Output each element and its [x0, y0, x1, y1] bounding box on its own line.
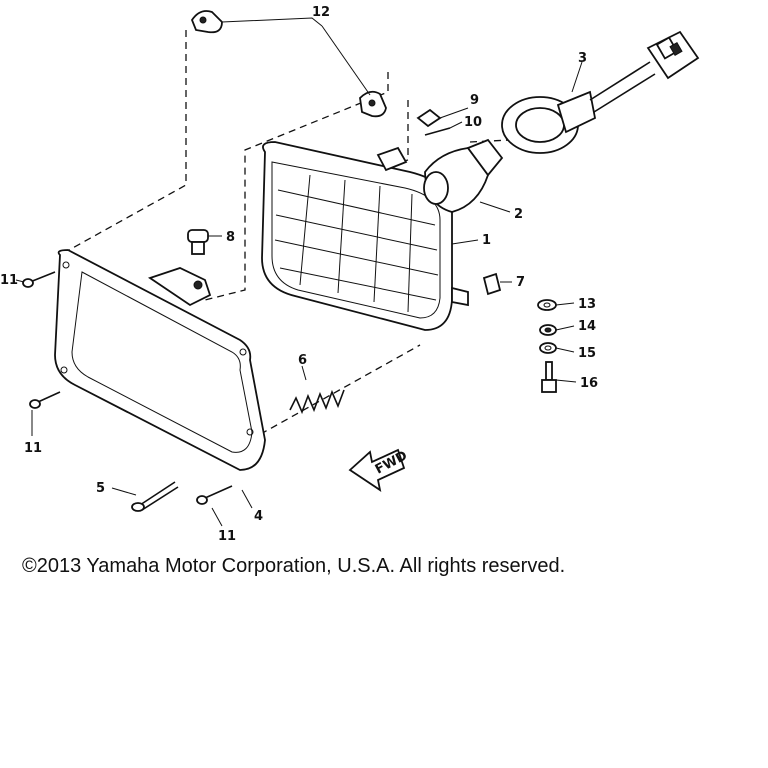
callout-11-left-bottom: 11 [24, 441, 42, 456]
screw-part-11-bottom [196, 485, 233, 505]
adjusting-screw-part-5 [131, 481, 179, 512]
bracket-part-12-lower [359, 90, 387, 118]
screw-part-11-left-top [22, 271, 56, 288]
clip-part-9 [416, 108, 442, 128]
callout-2: 2 [514, 207, 523, 222]
callout-11-left-top: 11 [0, 273, 18, 288]
washer-part-14 [539, 324, 557, 336]
callout-8: 8 [226, 230, 235, 245]
forward-arrow-icon: FWD [348, 448, 410, 492]
bulb-part-2 [423, 138, 504, 213]
callout-11-bottom: 11 [218, 529, 236, 544]
screw-part-11-left-bottom [29, 391, 61, 409]
exploded-parts-diagram: FWD 12 3 9 10 2 1 8 7 13 14 15 16 [0, 5, 700, 544]
headlight-rim-part-4 [54, 249, 266, 471]
callout-13: 13 [578, 297, 596, 312]
callout-6: 6 [298, 353, 307, 368]
socket-part-3 [501, 30, 700, 154]
callout-14: 14 [578, 319, 596, 334]
nut-clip-part-7 [482, 272, 502, 296]
leader-lines [15, 17, 583, 527]
copyright-notice: ©2013 Yamaha Motor Corporation, U.S.A. A… [22, 555, 566, 577]
callout-5: 5 [96, 481, 105, 496]
callout-16: 16 [580, 376, 598, 391]
spring-part-6 [289, 389, 345, 415]
callout-4: 4 [254, 509, 263, 524]
callout-12: 12 [312, 5, 330, 20]
callout-1: 1 [482, 233, 491, 248]
bolt-part-16 [541, 361, 557, 393]
callout-7: 7 [516, 275, 525, 290]
callouts: 12 3 9 10 2 1 8 7 13 14 15 16 6 5 4 11 1… [0, 5, 598, 544]
callout-9: 9 [470, 93, 479, 108]
bracket-part-12-upper [190, 10, 223, 34]
screw-part-10 [424, 127, 451, 136]
washer-part-13 [537, 299, 557, 311]
screw-part-8 [187, 229, 209, 255]
callout-15: 15 [578, 346, 596, 361]
callout-10: 10 [464, 115, 482, 130]
nut-part-15 [539, 342, 557, 354]
callout-3: 3 [578, 51, 587, 66]
